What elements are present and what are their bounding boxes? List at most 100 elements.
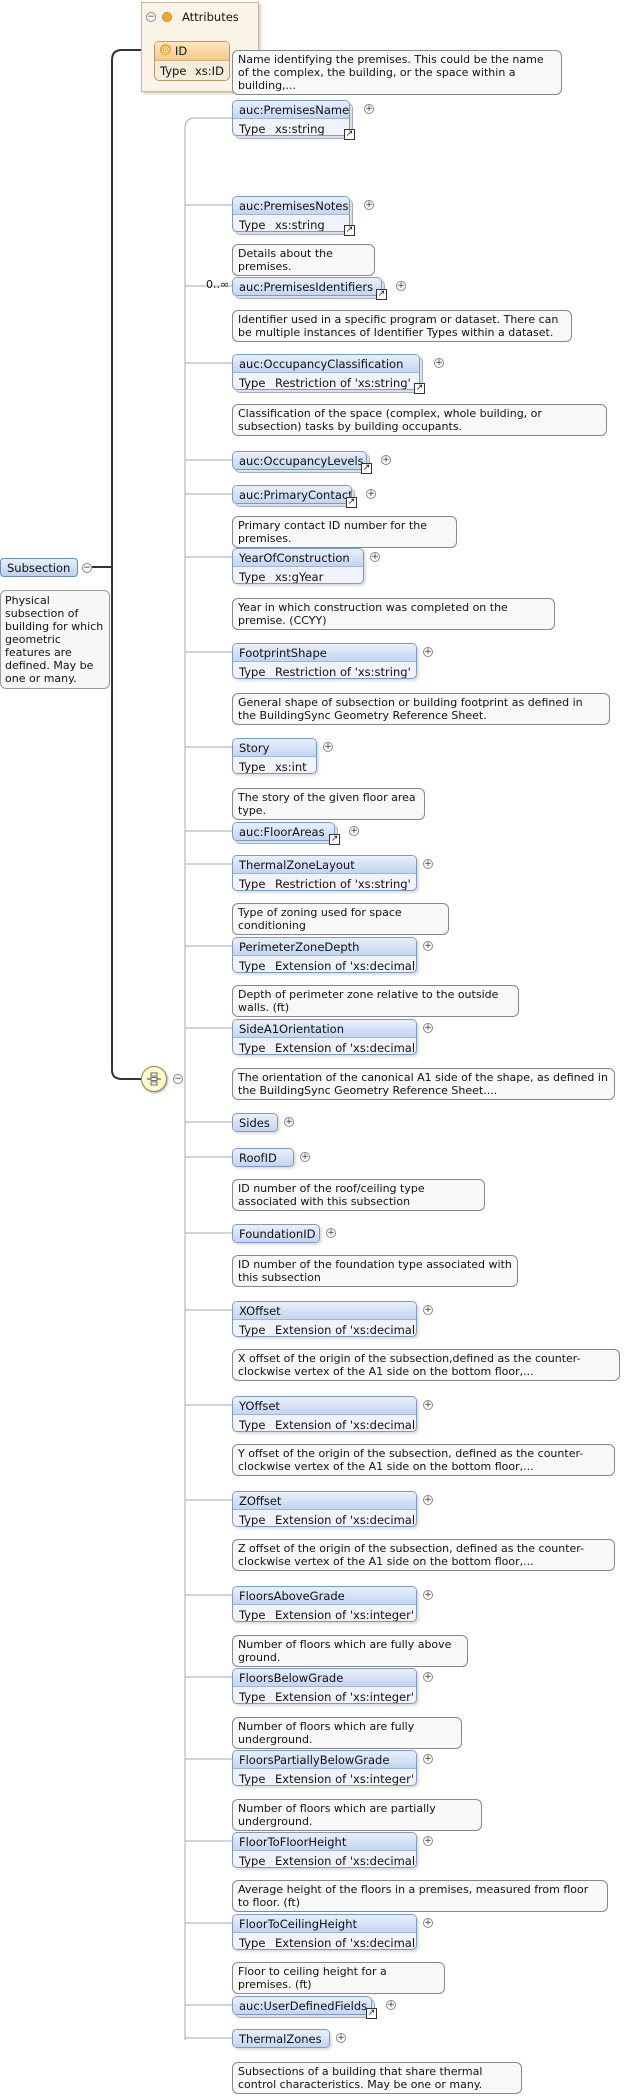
sequence-glyph-icon	[147, 1072, 161, 1086]
expand-element-icon[interactable]: +	[423, 1495, 433, 1505]
element-node[interactable]: Sides	[232, 1113, 278, 1132]
element-type-label: Type	[239, 1936, 266, 1950]
expand-element-icon[interactable]: +	[423, 1836, 433, 1846]
expand-element-icon[interactable]: +	[423, 1400, 433, 1410]
expand-element-icon[interactable]: +	[423, 941, 433, 951]
element-name: Sides	[239, 1116, 270, 1130]
element-name: auc:PremisesIdentifiers	[239, 280, 374, 294]
element-type-value: xs:gYear	[275, 570, 324, 584]
element-type-label: Type	[239, 1323, 266, 1337]
reference-arrow-icon: ↗	[344, 129, 355, 140]
expand-element-icon[interactable]: +	[396, 281, 406, 291]
element-documentation: Z offset of the origin of the subsection…	[232, 1539, 615, 1571]
expand-element-icon[interactable]: +	[423, 859, 433, 869]
element-node[interactable]: FoundationID	[232, 1224, 320, 1243]
attribute-icon: @	[160, 44, 171, 55]
connector-line	[111, 49, 152, 567]
element-name: auc:OccupancyClassification	[239, 357, 404, 371]
expand-element-icon[interactable]: +	[423, 1918, 433, 1928]
element-name: auc:UserDefinedFields	[239, 1999, 368, 2013]
expand-element-icon[interactable]: +	[381, 455, 391, 465]
element-documentation: Details about the premises.	[232, 244, 375, 276]
element-node[interactable]: RoofID	[232, 1148, 294, 1167]
element-name: XOffset	[239, 1304, 281, 1318]
element-name: ThermalZones	[239, 2032, 322, 2046]
collapse-sequence-icon[interactable]: −	[173, 1074, 183, 1084]
element-name: FootprintShape	[239, 646, 327, 660]
element-type-label: Type	[239, 570, 266, 584]
expand-element-icon[interactable]: +	[364, 200, 374, 210]
expand-element-icon[interactable]: +	[386, 2000, 396, 2010]
collapse-root-icon[interactable]: −	[82, 563, 92, 573]
expand-element-icon[interactable]: +	[300, 1152, 310, 1162]
element-documentation: Number of floors which are partially und…	[232, 1799, 482, 1831]
expand-element-icon[interactable]: +	[349, 826, 359, 836]
expand-element-icon[interactable]: +	[364, 104, 374, 114]
element-node[interactable]: auc:FloorAreas	[232, 822, 335, 841]
element-node[interactable]: ThermalZones	[232, 2029, 330, 2048]
expand-element-icon[interactable]: +	[370, 552, 380, 562]
element-type-label: Type	[239, 959, 266, 973]
expand-element-icon[interactable]: +	[423, 1590, 433, 1600]
element-type-value: xs:int	[275, 760, 307, 774]
element-node[interactable]: auc:OccupancyLevels	[232, 451, 367, 470]
attribute-group-icon	[162, 12, 172, 22]
attributes-header[interactable]: − Attributes	[142, 7, 258, 25]
root-element[interactable]: Subsection	[0, 558, 78, 577]
element-documentation: Name identifying the premises. This coul…	[232, 50, 562, 95]
element-name: YOffset	[239, 1399, 280, 1413]
expand-element-icon[interactable]: +	[423, 1023, 433, 1033]
connector-line	[184, 117, 232, 1079]
sequence-compositor-icon[interactable]	[141, 1066, 167, 1092]
element-documentation: The story of the given floor area type.	[232, 788, 425, 820]
element-documentation: General shape of subsection or building …	[232, 693, 610, 725]
element-name: PerimeterZoneDepth	[239, 940, 360, 954]
attribute-type-value: xs:ID	[195, 64, 224, 78]
attribute-type-label: Type	[160, 64, 187, 78]
expand-element-icon[interactable]: +	[434, 358, 444, 368]
collapse-attributes-icon[interactable]: −	[146, 12, 156, 22]
expand-element-icon[interactable]: +	[336, 2033, 346, 2043]
element-type-label: Type	[239, 122, 266, 136]
expand-element-icon[interactable]: +	[366, 489, 376, 499]
element-type-value: Restriction of 'xs:string'	[275, 665, 411, 679]
element-type-label: Type	[239, 218, 266, 232]
element-type-value: Extension of 'xs:decimal'	[275, 1936, 417, 1950]
element-documentation: Year in which construction was completed…	[232, 598, 555, 630]
expand-element-icon[interactable]: +	[423, 1672, 433, 1682]
element-node[interactable]: auc:PrimaryContactID	[232, 485, 352, 504]
expand-element-icon[interactable]: +	[423, 1305, 433, 1315]
reference-arrow-icon: ↗	[344, 225, 355, 236]
element-documentation: Depth of perimeter zone relative to the …	[232, 985, 519, 1017]
expand-element-icon[interactable]: +	[323, 742, 333, 752]
element-name: SideA1Orientation	[239, 1022, 344, 1036]
element-name: ZOffset	[239, 1494, 282, 1508]
element-type-label: Type	[239, 1854, 266, 1868]
element-type-label: Type	[239, 877, 266, 891]
expand-element-icon[interactable]: +	[326, 1228, 336, 1238]
element-documentation: Classification of the space (complex, wh…	[232, 404, 607, 436]
expand-element-icon[interactable]: +	[284, 1117, 294, 1127]
element-node[interactable]: auc:PremisesIdentifiers	[232, 277, 382, 296]
expand-element-icon[interactable]: +	[423, 647, 433, 657]
element-node[interactable]: auc:UserDefinedFields	[232, 1996, 372, 2015]
expand-element-icon[interactable]: +	[423, 1754, 433, 1764]
